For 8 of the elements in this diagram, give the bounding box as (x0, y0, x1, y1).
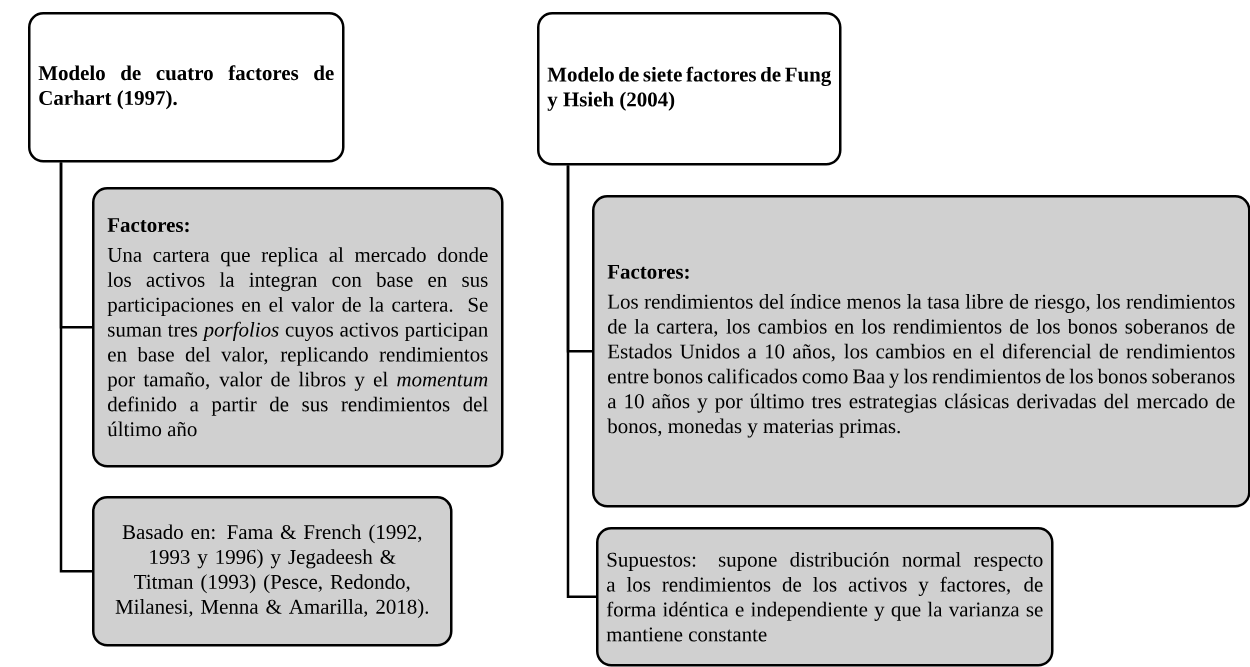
connector-line (566, 165, 596, 598)
content-box: Factores: Una cartera que replica al mercado donde los activos la integran con base en sus participaciones en el valor de la cartera. Se suman tres porfolios cuyos activos participan en base del valor, replicando rendimientos por tamaño, valor de libros y el momentum definido a partir de sus rendimientos del último año (92, 187, 504, 468)
content-box: Supuestos: supone distribución normal respecto a los rendimientos de los activos y factores, de forma idéntica e independiente y que la varianza se mantiene constante (596, 527, 1054, 667)
title-box: Modelo de siete factores de Fung y Hsieh (2004) (537, 12, 842, 166)
title-box: Modelo de cuatro factores de Carhart (1997). (28, 12, 345, 163)
content-box: Factores: Los rendimientos del índice menos la tasa libre de riesgo, los rendimientos de la cartera, los cambios en los rendimientos de los bonos soberanos de Estados Unidos a 10 años, los cambios en el diferencial de rendimientos entre bonos calificados como Baa y los rendimientos de los bonos soberanos a 10 años y por último tres estrategias clásicas derivadas del mercado de bonos, monedas y materias primas. (592, 195, 1250, 508)
connector-line (59, 162, 92, 573)
content-box: Basado en: Fama & French (1992, 1993 y 1996) y Jegadeesh & Titman (1993) (Pesce, Redondo, Milanesi, Menna & Amarilla, 2018). (92, 496, 453, 647)
